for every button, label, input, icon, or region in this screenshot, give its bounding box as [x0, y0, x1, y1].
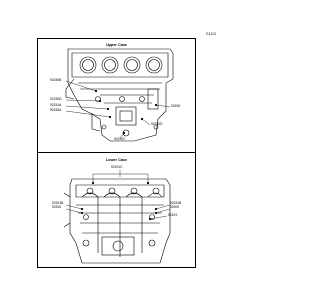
upper-case-drawing	[65, 48, 174, 142]
callout-label: 92151	[168, 213, 178, 217]
callout-label: 92150A	[50, 108, 62, 112]
callout-label: 92150	[171, 104, 181, 108]
callout-label: 92150D	[50, 97, 62, 101]
lower-case-drawing	[63, 170, 171, 264]
callout-label: 92150C	[114, 137, 126, 141]
callout-label: 92151B	[52, 201, 64, 205]
callout-label: 92150D	[151, 122, 163, 126]
callout-label: 92151B	[170, 201, 182, 205]
callout-label: 92150B	[50, 78, 62, 82]
callout-label: 92200	[170, 205, 180, 209]
callout-label: 92151C	[111, 165, 123, 169]
lower-case-title: Lower Case	[105, 158, 128, 162]
callout-label: 92200	[52, 205, 62, 209]
upper-case-title: Upper Case	[105, 43, 128, 47]
upper-case-panel: Upper Case	[37, 38, 196, 153]
callout-label: 92151A	[50, 103, 62, 107]
lower-case-panel: Lower Case	[37, 152, 196, 268]
page-code: E1113	[206, 32, 216, 36]
